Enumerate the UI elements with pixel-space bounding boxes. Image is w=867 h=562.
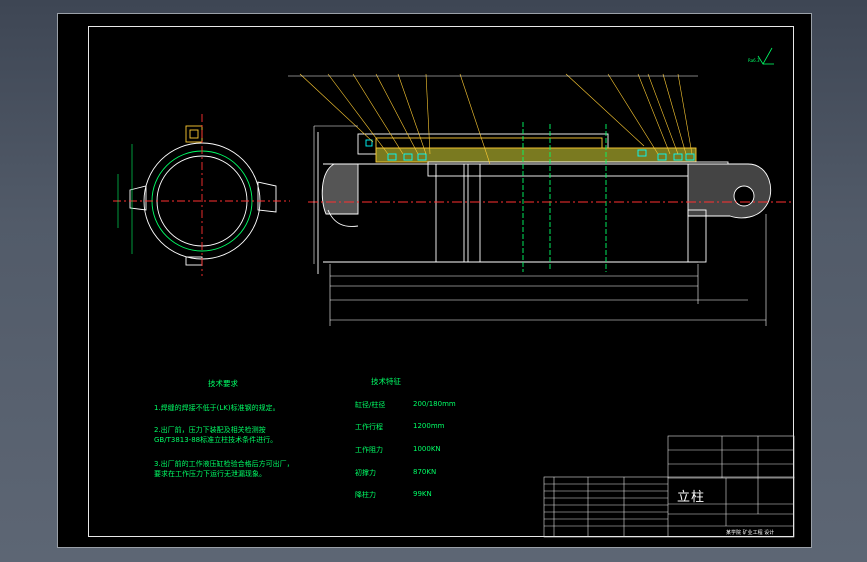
spec-label-bore: 缸径/柱径 bbox=[355, 401, 386, 409]
tech-requirement-5: 要求在工作压力下运行无泄漏现象。 bbox=[154, 470, 266, 478]
title-block-grid bbox=[543, 435, 795, 538]
spec-label-stroke: 工作行程 bbox=[355, 423, 383, 431]
drawing-border bbox=[88, 26, 794, 537]
spec-label-lowering: 降柱力 bbox=[355, 491, 376, 499]
spec-value-lowering: 99KN bbox=[413, 490, 432, 498]
spec-label-setting: 初撑力 bbox=[355, 469, 376, 477]
spec-value-bore: 200/180mm bbox=[413, 400, 456, 408]
roughness-symbol bbox=[757, 47, 774, 65]
svg-text:Ra6.3: Ra6.3 bbox=[748, 58, 760, 63]
end-view bbox=[113, 114, 290, 276]
tech-specs-title: 技术特征 bbox=[371, 377, 401, 386]
tech-requirement-2: 2.出厂前，压力下装配及相关检测按 bbox=[154, 426, 266, 434]
tech-requirement-1: 1.焊缝的焊接不低于(LK)标准钢的规定。 bbox=[154, 404, 280, 412]
spec-value-resistance: 1000KN bbox=[413, 445, 441, 453]
part-leaders bbox=[288, 73, 698, 165]
tech-requirement-4: 3.出厂前的工作液压缸检验合格后方可出厂， bbox=[154, 460, 294, 468]
spec-value-stroke: 1200mm bbox=[413, 422, 445, 430]
dimensions bbox=[313, 125, 767, 326]
school-name: 某学院 矿业工程 设计 bbox=[726, 530, 775, 536]
drawing-title: 立柱 bbox=[677, 490, 706, 505]
tech-requirement-3: GB/T3813-88标准立柱技术条件进行。 bbox=[154, 436, 278, 444]
spec-value-setting: 870KN bbox=[413, 468, 437, 476]
spec-label-resistance: 工作阻力 bbox=[355, 446, 383, 454]
drawing-sheet: Ra6.3 bbox=[57, 13, 812, 548]
cad-drawing: Ra6.3 bbox=[113, 47, 795, 538]
cylinder-section bbox=[308, 122, 793, 274]
tech-requirements-title: 技术要求 bbox=[208, 379, 238, 388]
